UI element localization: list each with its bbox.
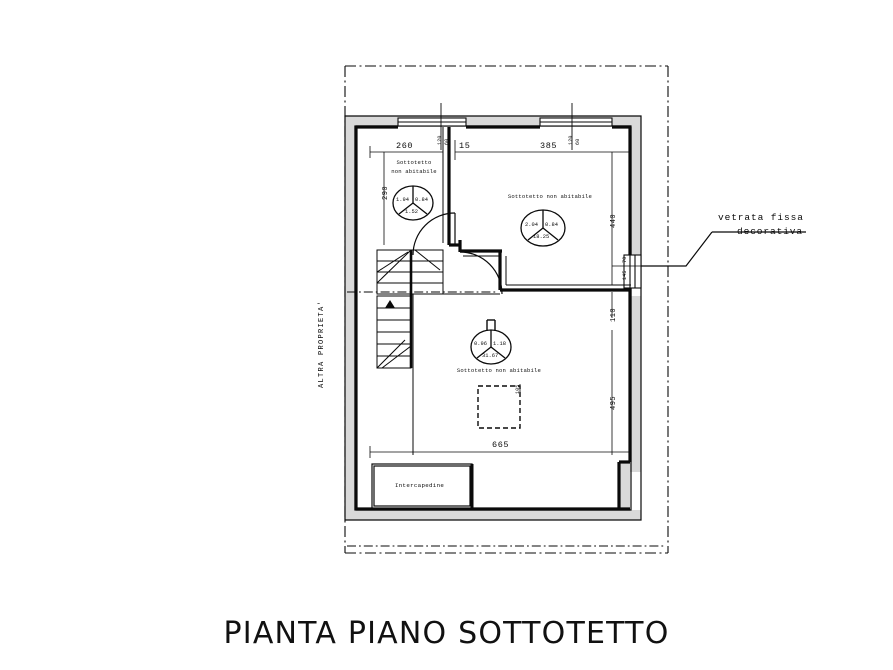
outer-walls: [344, 115, 642, 521]
window-note-line2: decorativa: [737, 226, 804, 237]
dimension-window-right-height: 145: [622, 270, 628, 280]
partition-thin-lines: [442, 127, 631, 286]
room-marker-small-attic: [392, 185, 434, 221]
altra-proprieta-label: ALTRA PROPRIETA': [318, 299, 326, 388]
dimension-lines: [369, 140, 632, 458]
room-height-max-small-attic: 0.84: [415, 197, 428, 203]
level-change-line: [347, 291, 666, 547]
intercapedine-label: Intercapedine: [395, 482, 445, 489]
staircase: [376, 249, 444, 369]
window-top-left: [397, 117, 467, 127]
intercapedine-box: [371, 463, 473, 509]
lower-marker-leader: [486, 319, 496, 331]
room-label-lower-attic-line1: Sottotetto non abitabile: [456, 367, 542, 374]
room-area-small-attic: 1.52: [405, 209, 418, 215]
dimension-top-260: 260: [396, 141, 414, 151]
dimension-window-top-left: 120: [437, 135, 443, 145]
window-top-right: [539, 117, 613, 127]
room-marker-lower-attic: [470, 329, 512, 365]
room-height-min-small-attic: 1.94: [396, 197, 409, 203]
room-label-small-attic-line1: Sottotetto: [396, 159, 432, 166]
window-dimension-ticks: [440, 103, 573, 150]
dimension-left-290: 290: [382, 185, 390, 200]
lower-room-outline: [412, 293, 500, 455]
dimension-bottom-665: 665: [492, 440, 510, 450]
window-note-line1: vetrata fissa: [718, 212, 804, 223]
room-height-min-upper-attic: 2.04: [525, 222, 538, 228]
dimension-right-110: 110: [610, 307, 618, 322]
interior-partitions: [447, 127, 630, 292]
room-height-max-lower-attic: 1.18: [493, 341, 506, 347]
dimension-window-top-left-height: 60: [444, 138, 450, 145]
dimension-top-385: 385: [540, 141, 558, 151]
wall-shading: [345, 116, 641, 520]
plan-title: PIANTA PIANO SOTTOTETTO: [223, 616, 670, 651]
dimension-window-right-width: 70: [622, 256, 628, 263]
dimension-right-440: 440: [610, 213, 618, 228]
hatch-lower-room: [477, 385, 521, 429]
room-marker-upper-attic: [520, 209, 566, 247]
dimension-right-495: 495: [610, 395, 618, 410]
room-area-upper-attic: 18.25: [533, 234, 550, 240]
room-label-small-attic-line2: non abitabile: [391, 168, 437, 175]
dimension-top-15: 15: [459, 141, 471, 151]
dimension-hatch-width: 105: [515, 384, 521, 394]
dimension-window-top-right: 120: [568, 135, 574, 145]
door-swing-upper: [412, 212, 456, 256]
structural-walls: [354, 125, 632, 511]
room-area-lower-attic: 31.67: [482, 353, 499, 359]
window-note-leader: [641, 231, 806, 267]
dimension-window-top-right-height: 60: [575, 138, 581, 145]
room-height-max-upper-attic: 0.84: [545, 222, 558, 228]
door-swing-lower: [459, 251, 503, 295]
room-label-upper-attic-line1: Sottotetto non abitabile: [507, 193, 593, 200]
room-height-min-lower-attic: 0.96: [474, 341, 487, 347]
window-right-jamb: [623, 254, 642, 289]
